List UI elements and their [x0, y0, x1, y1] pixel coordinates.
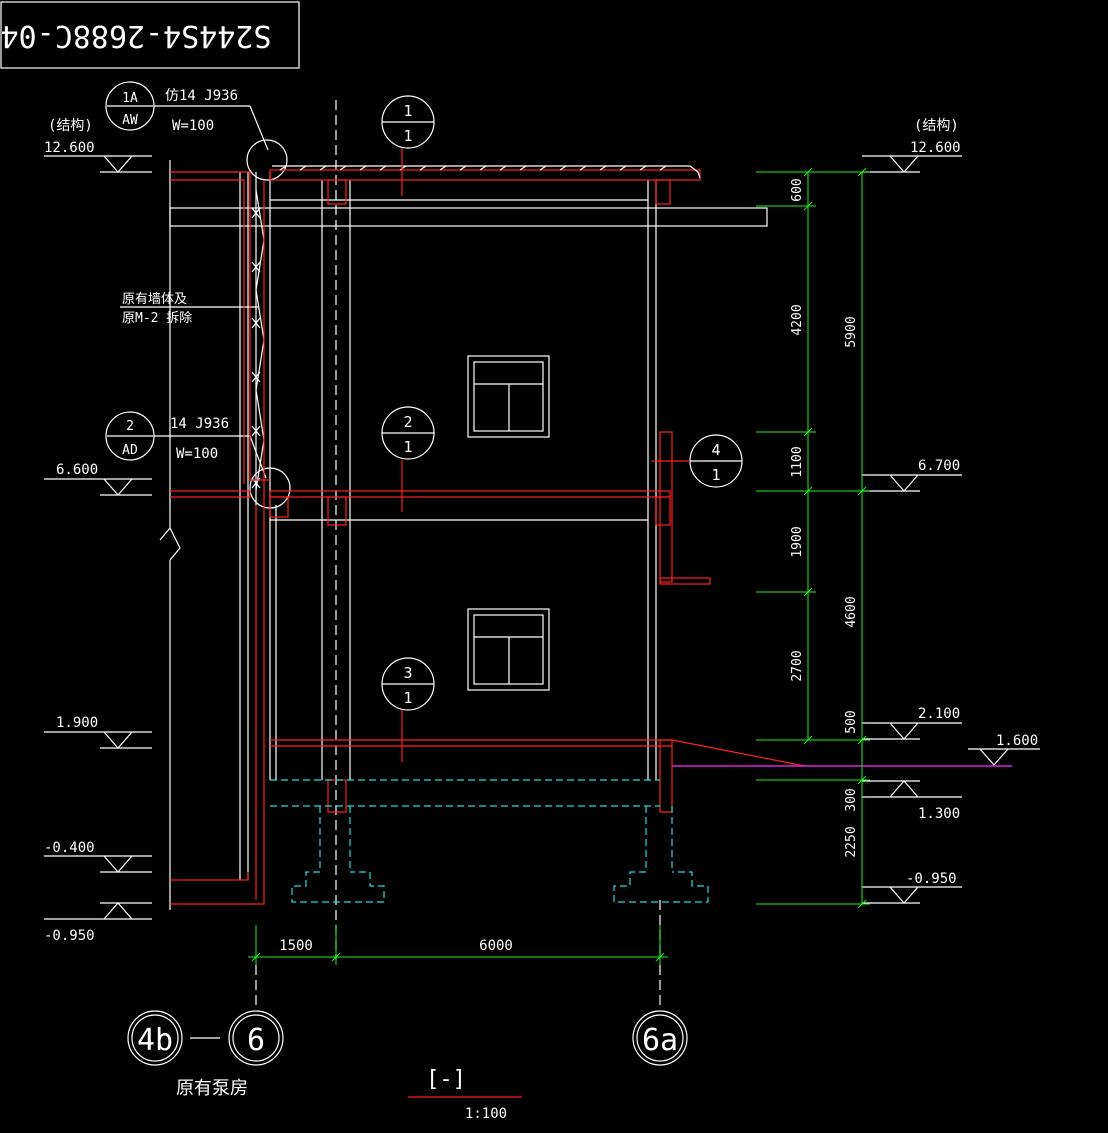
svg-text:1A: 1A: [122, 91, 138, 106]
grid-axes: 4b 6 6a 原有泵房: [127, 965, 688, 1099]
svg-text:12.600: 12.600: [44, 140, 95, 156]
foundation: [270, 779, 709, 903]
svg-text:-0.950: -0.950: [44, 928, 95, 944]
svg-text:(结构): (结构): [914, 118, 959, 134]
svg-text:6: 6: [247, 1023, 265, 1058]
section-marks: 1 1 2 1 3 1 4 1: [381, 95, 743, 762]
svg-text:1.300: 1.300: [918, 806, 960, 822]
svg-text:原有墙体及: 原有墙体及: [122, 292, 187, 307]
svg-text:AD: AD: [122, 443, 138, 458]
section-structure: [159, 100, 806, 960]
svg-text:4200: 4200: [790, 304, 805, 335]
vertical-dimensions: 600 4200 1100 1900 2700 500 300 2250 590…: [756, 167, 870, 909]
svg-text:4600: 4600: [844, 596, 859, 627]
windows: [467, 355, 550, 691]
svg-text:5900: 5900: [844, 316, 859, 347]
svg-text:(结构): (结构): [48, 118, 93, 134]
svg-text:6a: 6a: [642, 1023, 678, 1058]
svg-text:原M-2 拆除: 原M-2 拆除: [122, 311, 192, 326]
callout-2-width: W=100: [176, 446, 218, 462]
callout-1a-ref: 仿14 J936: [165, 88, 238, 104]
svg-text:1: 1: [403, 689, 412, 707]
svg-text:500: 500: [844, 710, 859, 733]
svg-text:AW: AW: [122, 113, 138, 128]
svg-text:1: 1: [403, 438, 412, 456]
svg-text:300: 300: [844, 788, 859, 811]
svg-text:1500: 1500: [279, 938, 313, 954]
svg-text:2: 2: [403, 413, 412, 431]
drawing-number: S244S4-2688C-04: [1, 18, 272, 53]
svg-text:1: 1: [711, 466, 720, 484]
svg-text:1100: 1100: [790, 446, 805, 477]
svg-text:1: 1: [403, 102, 412, 120]
svg-text:1.900: 1.900: [56, 715, 98, 731]
svg-text:-0.950: -0.950: [906, 871, 957, 887]
svg-text:2.100: 2.100: [918, 706, 960, 722]
right-level-marks: (结构) 12.600 6.700 2.100 1.600 1.300 -0.9…: [862, 118, 1040, 904]
svg-text:600: 600: [790, 178, 805, 201]
building-label: 原有泵房: [176, 1078, 248, 1099]
callout-1a-width: W=100: [172, 118, 214, 134]
demolition-note: 原有墙体及 原M-2 拆除: [120, 292, 258, 326]
callout-2: 2 AD 14 J936 W=100: [105, 411, 291, 509]
callout-1a: 1A AW 仿14 J936 W=100: [105, 81, 288, 181]
section-title: [-] 1:100: [408, 1067, 522, 1122]
svg-text:1900: 1900: [790, 526, 805, 557]
left-level-marks: (结构) 12.600 6.600 1.900 -0.400 -0.950: [44, 118, 152, 944]
svg-text:1: 1: [403, 127, 412, 145]
svg-text:2700: 2700: [790, 650, 805, 681]
horizontal-dimensions: 1500 6000: [248, 925, 668, 965]
svg-text:6.700: 6.700: [918, 458, 960, 474]
svg-text:4b: 4b: [137, 1023, 173, 1058]
svg-text:3: 3: [403, 664, 412, 682]
svg-text:6.600: 6.600: [56, 462, 98, 478]
svg-text:1.600: 1.600: [996, 733, 1038, 749]
scale-label: 1:100: [465, 1106, 507, 1122]
svg-text:2250: 2250: [844, 826, 859, 857]
title-block: S244S4-2688C-04: [0, 1, 300, 69]
svg-text:2: 2: [126, 419, 134, 434]
callout-2-ref: 14 J936: [170, 416, 229, 432]
svg-text:-0.400: -0.400: [44, 840, 95, 856]
svg-text:4: 4: [711, 441, 720, 459]
svg-text:[-]: [-]: [426, 1067, 466, 1092]
svg-text:6000: 6000: [479, 938, 513, 954]
svg-text:12.600: 12.600: [910, 140, 961, 156]
